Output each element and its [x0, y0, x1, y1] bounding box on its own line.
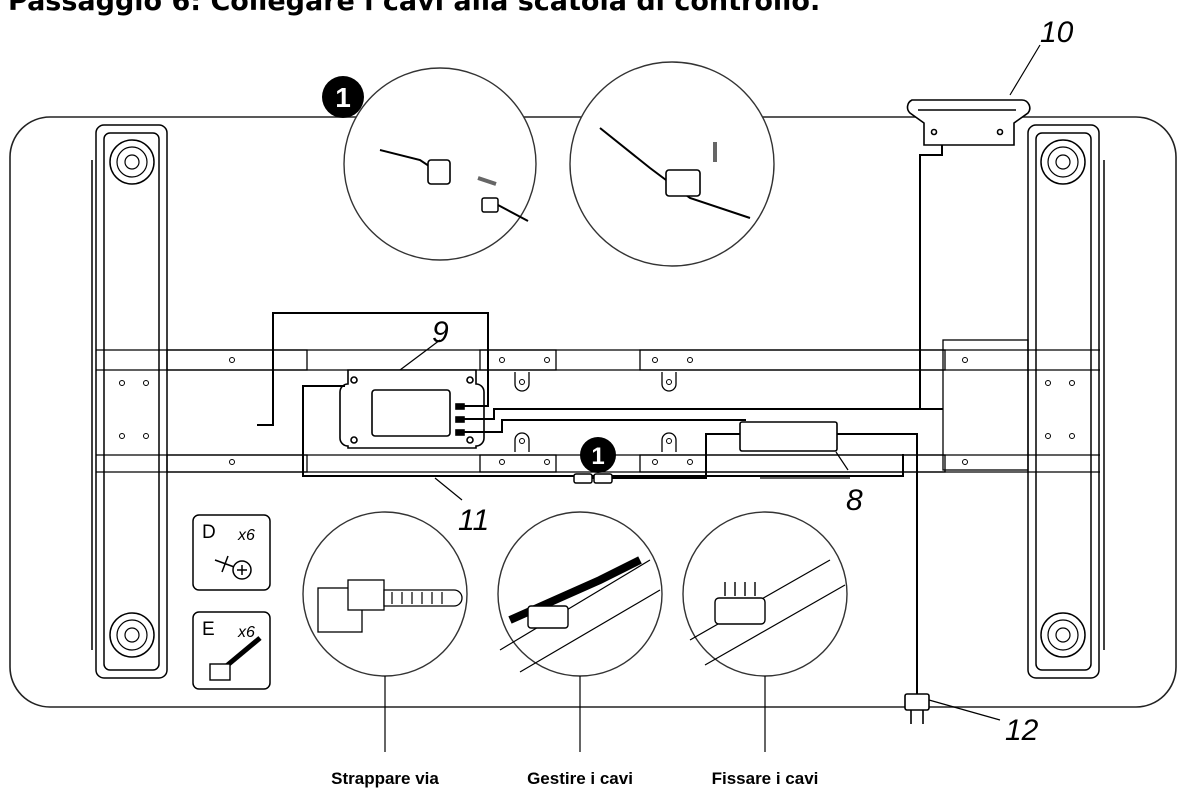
- step-badge-top: 1: [322, 76, 364, 118]
- hand-control: [906, 99, 1031, 146]
- caption-tear-off: Strappare via: [331, 769, 439, 788]
- label-cable: 11: [458, 504, 489, 537]
- svg-text:E: E: [202, 619, 215, 640]
- svg-text:x6: x6: [237, 527, 255, 544]
- detail-connector-locked: [569, 61, 775, 267]
- foot-bottom-right: [1040, 612, 1086, 658]
- detail-connector-plugging: [343, 67, 537, 261]
- foot-bottom-left: [109, 612, 155, 658]
- detail-fix-cables: [682, 511, 848, 677]
- foot-top-left: [109, 139, 155, 185]
- label-plug: 12: [1005, 714, 1039, 747]
- page-title: Passaggio 6: Collegare i cavi alla scato…: [8, 0, 821, 17]
- svg-text:D: D: [202, 522, 216, 543]
- svg-text:x6: x6: [237, 624, 255, 641]
- label-power-supply: 8: [846, 484, 863, 517]
- cables: [257, 145, 943, 694]
- plug-icon: [904, 693, 930, 724]
- detail-tear-off: [302, 511, 468, 677]
- caption-manage-cables: Gestire i cavi: [527, 769, 633, 788]
- step-badge-cable: 1: [580, 437, 616, 473]
- leader-lines: [384, 44, 1041, 752]
- svg-text:1: 1: [335, 82, 351, 113]
- inline-connector: [573, 473, 613, 484]
- detail-manage-cables: [497, 511, 663, 677]
- caption-fix-cables: Fissare i cavi: [712, 769, 819, 788]
- right-leg: [1027, 124, 1105, 679]
- svg-text:1: 1: [591, 443, 604, 470]
- kit-screws: D x6: [192, 514, 271, 591]
- foot-top-right: [1040, 139, 1086, 185]
- power-supply: [739, 421, 838, 452]
- left-leg: [91, 124, 168, 679]
- label-control-box: 9: [432, 316, 449, 349]
- kit-cable-ties: E x6: [192, 611, 271, 690]
- frame-holes: [119, 357, 1075, 465]
- label-hand-control: 10: [1040, 16, 1074, 49]
- control-box: [339, 369, 485, 449]
